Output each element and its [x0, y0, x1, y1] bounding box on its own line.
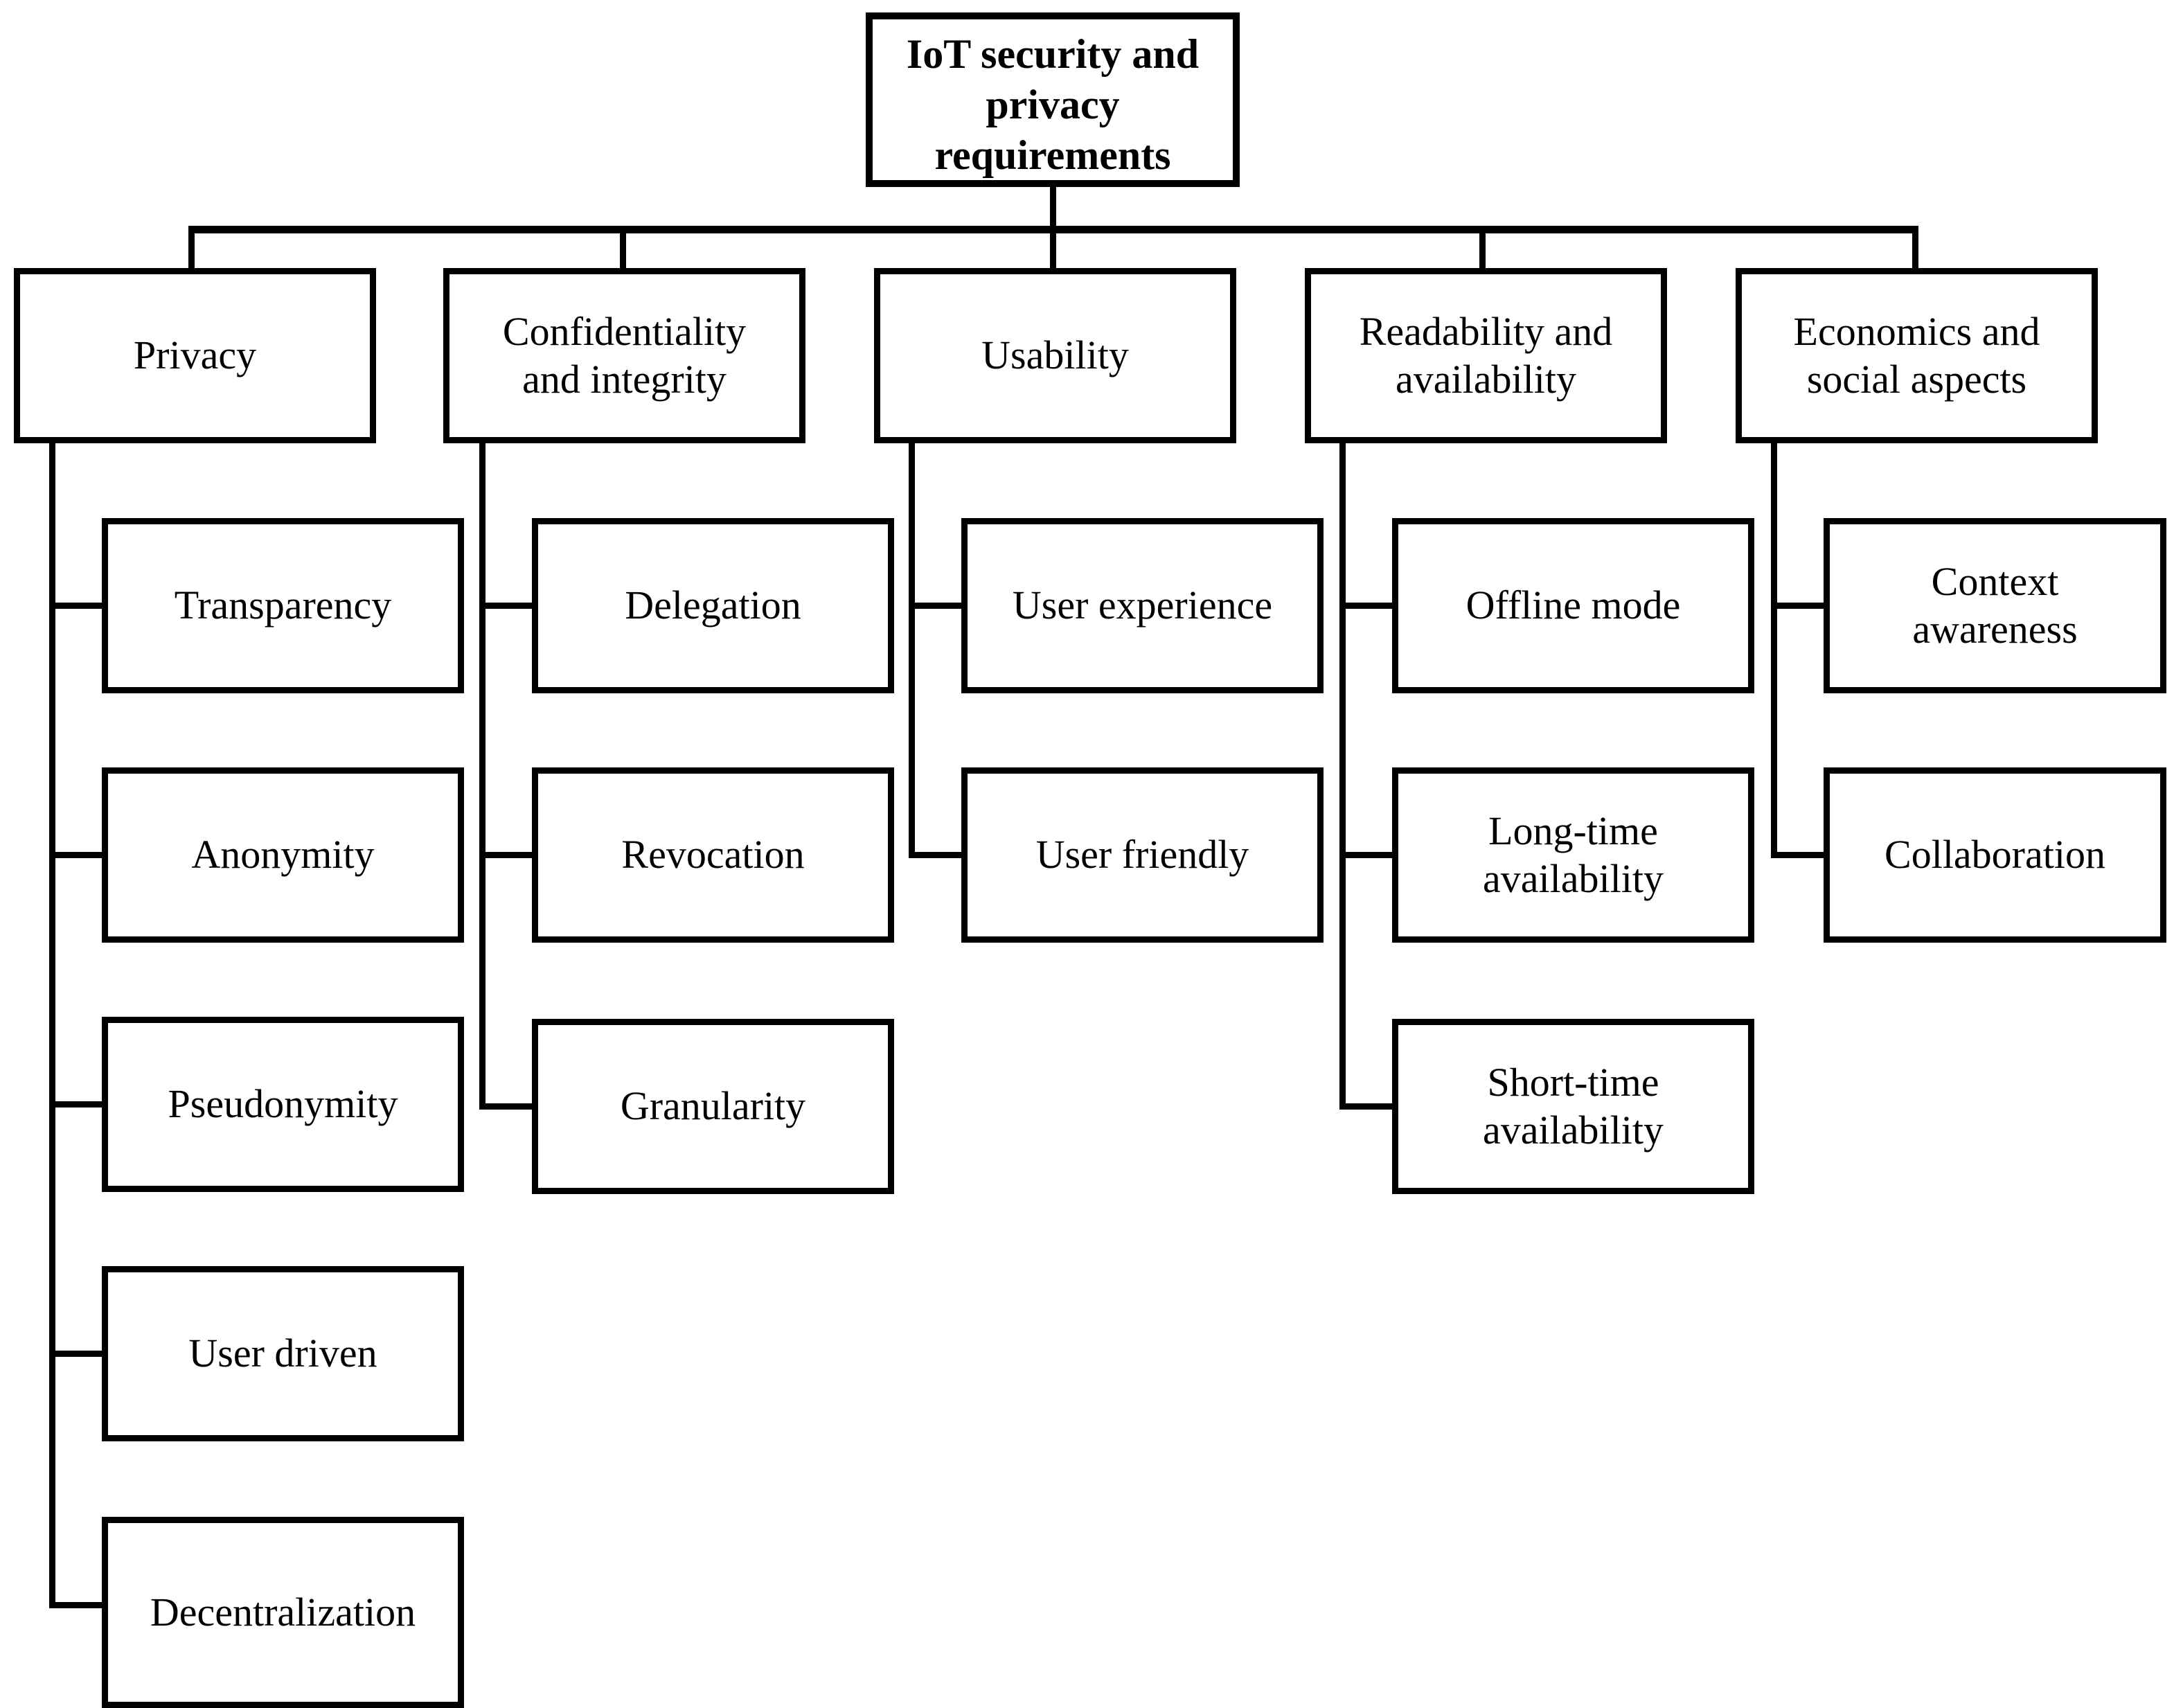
node-anonymity-label: Anonymity [191, 832, 375, 878]
node-offline-mode-label: Offline mode [1465, 582, 1681, 628]
node-user-experience-label: User experience [1012, 582, 1273, 628]
node-collaboration[interactable]: Collaboration [1824, 767, 2166, 943]
node-granularity-label: Granularity [620, 1083, 806, 1129]
connector-spine-economics [1771, 441, 1777, 858]
connector-spine-usability [909, 441, 915, 858]
node-context-awareness[interactable]: Context awareness [1824, 518, 2166, 693]
connector-spine-confidentiality [479, 441, 485, 1110]
node-user-experience[interactable]: User experience [961, 518, 1324, 693]
connector-branch-context-awareness [1771, 603, 1826, 609]
node-usability[interactable]: Usability [874, 268, 1236, 443]
connector-spine-readability [1339, 441, 1346, 1110]
node-confidentiality-and-integrity-label: Confidentiality and integrity [502, 309, 747, 402]
connector-branch-granularity [479, 1103, 535, 1110]
node-decentralization-label: Decentralization [150, 1589, 416, 1635]
node-pseudonymity-label: Pseudonymity [168, 1081, 398, 1127]
connector-drop-usability [1050, 226, 1056, 272]
node-user-friendly[interactable]: User friendly [961, 767, 1324, 943]
node-readability-and-availability[interactable]: Readability and availability [1305, 268, 1667, 443]
connector-branch-pseudonymity [49, 1101, 105, 1107]
node-long-time-availability[interactable]: Long-time availability [1392, 767, 1754, 943]
node-transparency[interactable]: Transparency [102, 518, 464, 693]
node-granularity[interactable]: Granularity [532, 1019, 894, 1194]
connector-drop-confidentiality [620, 226, 626, 272]
node-user-driven[interactable]: User driven [102, 1266, 464, 1441]
node-privacy[interactable]: Privacy [14, 268, 376, 443]
connector-branch-user-driven [49, 1351, 105, 1357]
node-root[interactable]: IoT security and privacy requirements [866, 12, 1240, 187]
node-pseudonymity[interactable]: Pseudonymity [102, 1017, 464, 1192]
node-revocation-label: Revocation [621, 832, 805, 878]
node-context-awareness-label: Context awareness [1912, 559, 2078, 652]
node-short-time-availability[interactable]: Short-time availability [1392, 1019, 1754, 1194]
node-economics-and-social-aspects-label: Economics and social aspects [1793, 309, 2040, 402]
node-privacy-label: Privacy [133, 332, 257, 378]
connector-branch-collaboration [1771, 852, 1826, 858]
node-user-driven-label: User driven [188, 1331, 377, 1376]
node-revocation[interactable]: Revocation [532, 767, 894, 943]
connector-drop-economics [1912, 226, 1918, 272]
node-delegation-label: Delegation [625, 582, 801, 628]
node-user-friendly-label: User friendly [1035, 832, 1249, 878]
node-long-time-availability-label: Long-time availability [1483, 808, 1664, 901]
node-decentralization[interactable]: Decentralization [102, 1517, 464, 1708]
node-offline-mode[interactable]: Offline mode [1392, 518, 1754, 693]
connector-branch-offline-mode [1339, 603, 1395, 609]
connector-drop-privacy [188, 226, 195, 272]
node-anonymity[interactable]: Anonymity [102, 767, 464, 943]
connector-branch-user-friendly [909, 852, 964, 858]
connector-branch-anonymity [49, 852, 105, 858]
node-usability-label: Usability [981, 332, 1129, 378]
node-short-time-availability-label: Short-time availability [1483, 1060, 1664, 1153]
connector-branch-decentralization [49, 1602, 105, 1608]
connector-branch-delegation [479, 603, 535, 609]
node-root-label: IoT security and privacy requirements [906, 31, 1200, 179]
connector-branch-transparency [49, 603, 105, 609]
node-economics-and-social-aspects[interactable]: Economics and social aspects [1736, 268, 2098, 443]
connector-branch-long-time-availability [1339, 852, 1395, 858]
connector-branch-short-time-availability [1339, 1103, 1395, 1110]
connector-root-stem [1050, 181, 1056, 231]
node-delegation[interactable]: Delegation [532, 518, 894, 693]
connector-drop-readability [1479, 226, 1486, 272]
node-transparency-label: Transparency [174, 582, 392, 628]
connector-spine-privacy [49, 441, 55, 1608]
connector-branch-user-experience [909, 603, 964, 609]
connector-branch-revocation [479, 852, 535, 858]
node-readability-and-availability-label: Readability and availability [1359, 309, 1613, 402]
node-confidentiality-and-integrity[interactable]: Confidentiality and integrity [443, 268, 805, 443]
node-collaboration-label: Collaboration [1885, 832, 2105, 878]
